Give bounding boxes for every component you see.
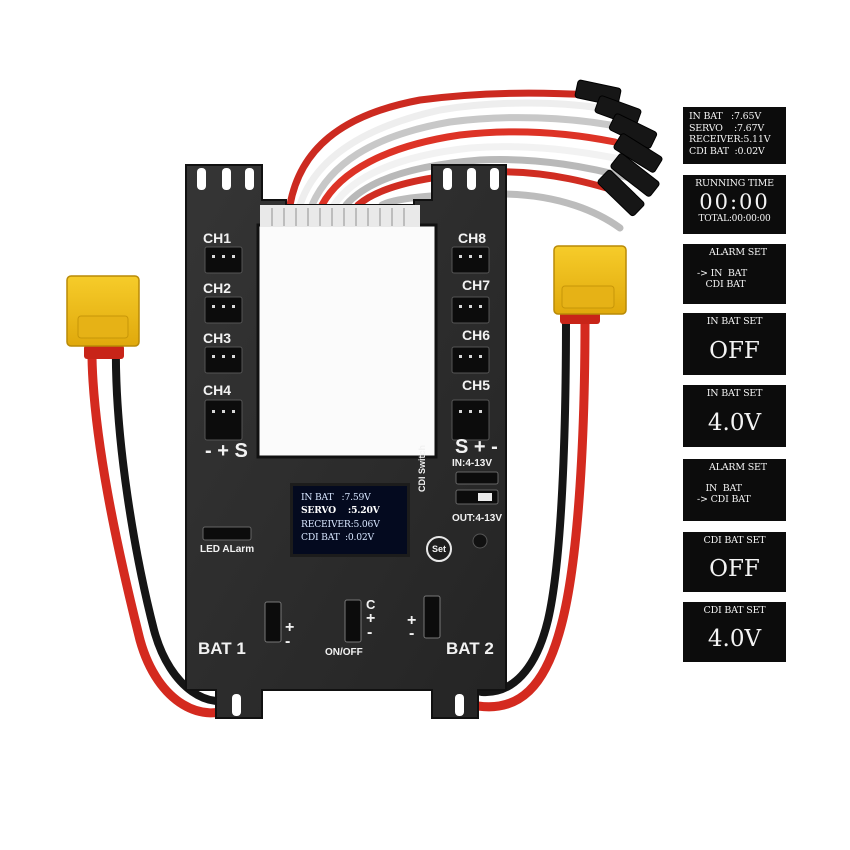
- screen-title: IN BAT SET: [706, 388, 763, 399]
- oled-line-receiver: RECEIVER:5.06V: [301, 518, 380, 530]
- bottom-headers: [264, 595, 441, 643]
- bat2-plus-sign: +: [407, 612, 417, 629]
- bat2-label: BAT 2: [446, 639, 494, 658]
- screen-line: IN BAT: [697, 482, 742, 494]
- screen-title: CDI BAT SET: [703, 605, 766, 616]
- screen-in-bat-set-off: IN BAT SET OFF: [683, 313, 786, 375]
- screen-running-time: RUNNING TIME 00:00 TOTAL:00:00:00: [683, 175, 786, 234]
- ch2-label: CH2: [203, 280, 232, 296]
- set-button[interactable]: Set: [426, 536, 452, 562]
- screen-title: ALARM SET: [709, 247, 767, 258]
- screen-line: IN BAT :7.65V: [689, 111, 762, 122]
- screen-title: IN BAT SET: [706, 316, 763, 327]
- header-pins: [212, 255, 482, 413]
- screen-in-bat-set-value: IN BAT SET 4.0V: [683, 385, 786, 447]
- screen-voltage-readout: IN BAT :7.65V SERVO :7.67V RECEIVER:5.11…: [683, 107, 786, 164]
- ch4-label: CH4: [203, 382, 232, 398]
- switch-plus-sign: +: [366, 610, 376, 627]
- screen-line: -> CDI BAT: [697, 494, 751, 506]
- led-alarm-header: [202, 526, 252, 541]
- polarity-right-label: S + -: [455, 436, 498, 458]
- output-range-label: OUT:4-13V: [452, 513, 503, 524]
- screen-title: CDI BAT SET: [703, 535, 766, 546]
- bat2-xt-connector: [553, 245, 627, 315]
- polarity-left-label: - + S: [205, 440, 248, 462]
- screen-value: OFF: [709, 555, 760, 582]
- ch8-label: CH8: [458, 230, 487, 246]
- servo-headers-right: [451, 246, 490, 441]
- screen-value: 4.0V: [707, 625, 762, 652]
- label-window: [256, 205, 438, 459]
- oled-line-servo: SERVO :5.20V: [301, 505, 380, 517]
- ch1-label: CH1: [203, 230, 232, 246]
- input-range-label: IN:4-13V: [452, 458, 493, 469]
- led-alarm-label: LED ALarm: [200, 544, 255, 555]
- screen-line: RECEIVER:5.11V: [689, 134, 771, 146]
- servo-plugs: [574, 79, 663, 217]
- indicator-led: [472, 533, 488, 549]
- bat1-label: BAT 1: [198, 639, 246, 658]
- cdi-switch-label: CDI Switch: [417, 444, 427, 492]
- ch5-label: CH5: [462, 377, 491, 393]
- screen-value: 4.0V: [707, 409, 762, 436]
- screen-title: ALARM SET: [709, 462, 767, 473]
- oled-line-cdi-bat: CDI BAT :0.02V: [301, 532, 374, 544]
- bat1-plus-sign: +: [285, 619, 295, 636]
- bat2-minus-sign: -: [409, 625, 415, 642]
- screen-alarm-set-in-bat: ALARM SET -> IN BAT CDI BAT: [683, 244, 786, 304]
- screen-cdi-bat-set-value: CDI BAT SET 4.0V: [683, 602, 786, 662]
- screen-title: RUNNING TIME: [695, 178, 774, 189]
- switch-c-label: C: [366, 597, 376, 612]
- onoff-label: ON/OFF: [325, 647, 363, 658]
- screen-cdi-bat-set-off: CDI BAT SET OFF: [683, 532, 786, 592]
- screen-line: SERVO :7.67V: [689, 122, 765, 134]
- screen-value: OFF: [709, 337, 760, 364]
- screen-line: -> IN BAT: [697, 267, 747, 279]
- ch3-label: CH3: [203, 330, 232, 346]
- screen-line: CDI BAT: [697, 279, 746, 291]
- screen-alarm-set-cdi-bat: ALARM SET IN BAT -> CDI BAT: [683, 459, 786, 521]
- ch6-label: CH6: [462, 327, 491, 343]
- screen-value: 00:00: [699, 189, 770, 214]
- switch-minus-sign: -: [367, 624, 373, 641]
- bat1-xt-connector: [66, 275, 140, 347]
- bat1-minus-sign: -: [285, 633, 291, 650]
- oled-line-in-bat: IN BAT :7.59V: [301, 492, 371, 503]
- main-oled-display: IN BAT :7.59V SERVO :5.20V RECEIVER:5.06…: [290, 483, 410, 557]
- bat1-heatshrink: [84, 345, 124, 359]
- screen-line: CDI BAT :0.02V: [689, 145, 765, 157]
- ch7-label: CH7: [462, 277, 491, 293]
- cdi-jumper: [478, 493, 492, 501]
- screen-footer: TOTAL:00:00:00: [698, 213, 771, 224]
